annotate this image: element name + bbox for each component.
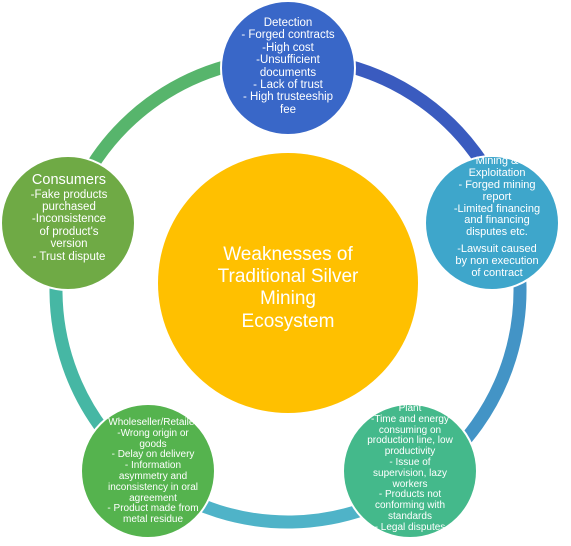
plant-line: conforming with [374,500,446,512]
mining-node-circle [424,155,560,291]
consumers-line: version [50,238,88,251]
mining-line: - Forged mining [458,178,536,191]
plant-line: standards [388,510,432,522]
consumers-line: - Trust dispute [32,250,106,263]
consumers-title: Consumers [31,172,107,188]
plant-line: - Issue of [389,456,431,468]
wholeseller-title: Wholeseller/Retailer [108,417,198,428]
mining-line: and financing [464,214,530,227]
detection-line: documents [259,66,317,79]
plant-title: Plant [398,403,422,414]
wholeseller-line: agreement [129,492,177,504]
wholeseller-line: - Information [124,460,182,472]
detection-line: -High cost [262,41,314,54]
center-title: Weaknesses of Traditional Silver Mining … [170,244,406,333]
mining-line: disputes etc. [466,226,528,239]
plant-node-circle [342,403,478,539]
mining-title: Mining & [475,155,519,167]
wholeseller-line: inconsistency in oral [107,481,199,493]
consumers-line: -Fake products [30,188,108,201]
consumers-node-text: Consumers -Fake products purchased -Inco… [14,172,124,263]
mining-node-text: Mining & Exploitation - Forged mining re… [437,155,557,280]
wholeseller-node-text: Wholeseller/Retailer -Wrong origin or go… [92,417,214,526]
plant-line: workers [392,478,428,490]
mining-line: -Lawsuit caused [457,243,537,256]
detection-line: fee [280,103,296,116]
plant-line: - Products not [378,489,442,501]
wholeseller-line: - Delay on delivery [111,449,195,461]
wholeseller-line: - Product made from [107,503,199,515]
mining-line: by non execution [455,255,539,267]
center-title-line: Weaknesses of [223,244,353,265]
center-title-line: Traditional Silver [217,266,359,288]
plant-line: productivity [384,446,436,458]
detection-line: - Lack of trust [253,79,323,92]
wholeseller-node-circle [80,403,216,539]
plant-line: supervision, lazy [373,467,447,479]
center-title-line: Mining [260,288,316,310]
plant-node-text: Plant -Time and energy consuming on prod… [352,403,468,534]
plant-line: - Legal disputes [374,521,446,533]
detection-title: Detection [263,17,313,29]
mining-title: Exploitation [468,166,526,179]
plant-line: -Time and energy [371,413,449,425]
detection-line: -Unsufficient [256,54,320,67]
consumers-line: of product's [39,225,99,238]
detection-line: - Forged contracts [241,29,335,42]
plant-line: consuming on [378,424,442,436]
wholeseller-line: metal residue [122,514,184,526]
center-circle [158,153,418,413]
consumers-node-circle [0,155,136,291]
wholeseller-line: goods [139,438,167,450]
mining-line: report [482,190,512,203]
detection-node-text: Detection - Forged contracts -High cost … [220,17,356,116]
wholeseller-line: -Wrong origin or [117,427,189,439]
wholeseller-line: asymmetry and [118,470,188,482]
plant-line: production line, low [367,435,453,447]
consumers-line: -Inconsistence [31,213,107,226]
mining-line: -Limited financing [453,202,541,215]
center-title-line: Ecosystem [241,310,335,332]
detection-line: - High trusteeship [242,91,334,104]
mining-line: of contract [471,266,523,279]
consumers-line: purchased [42,201,96,214]
detection-node-circle [220,0,356,136]
